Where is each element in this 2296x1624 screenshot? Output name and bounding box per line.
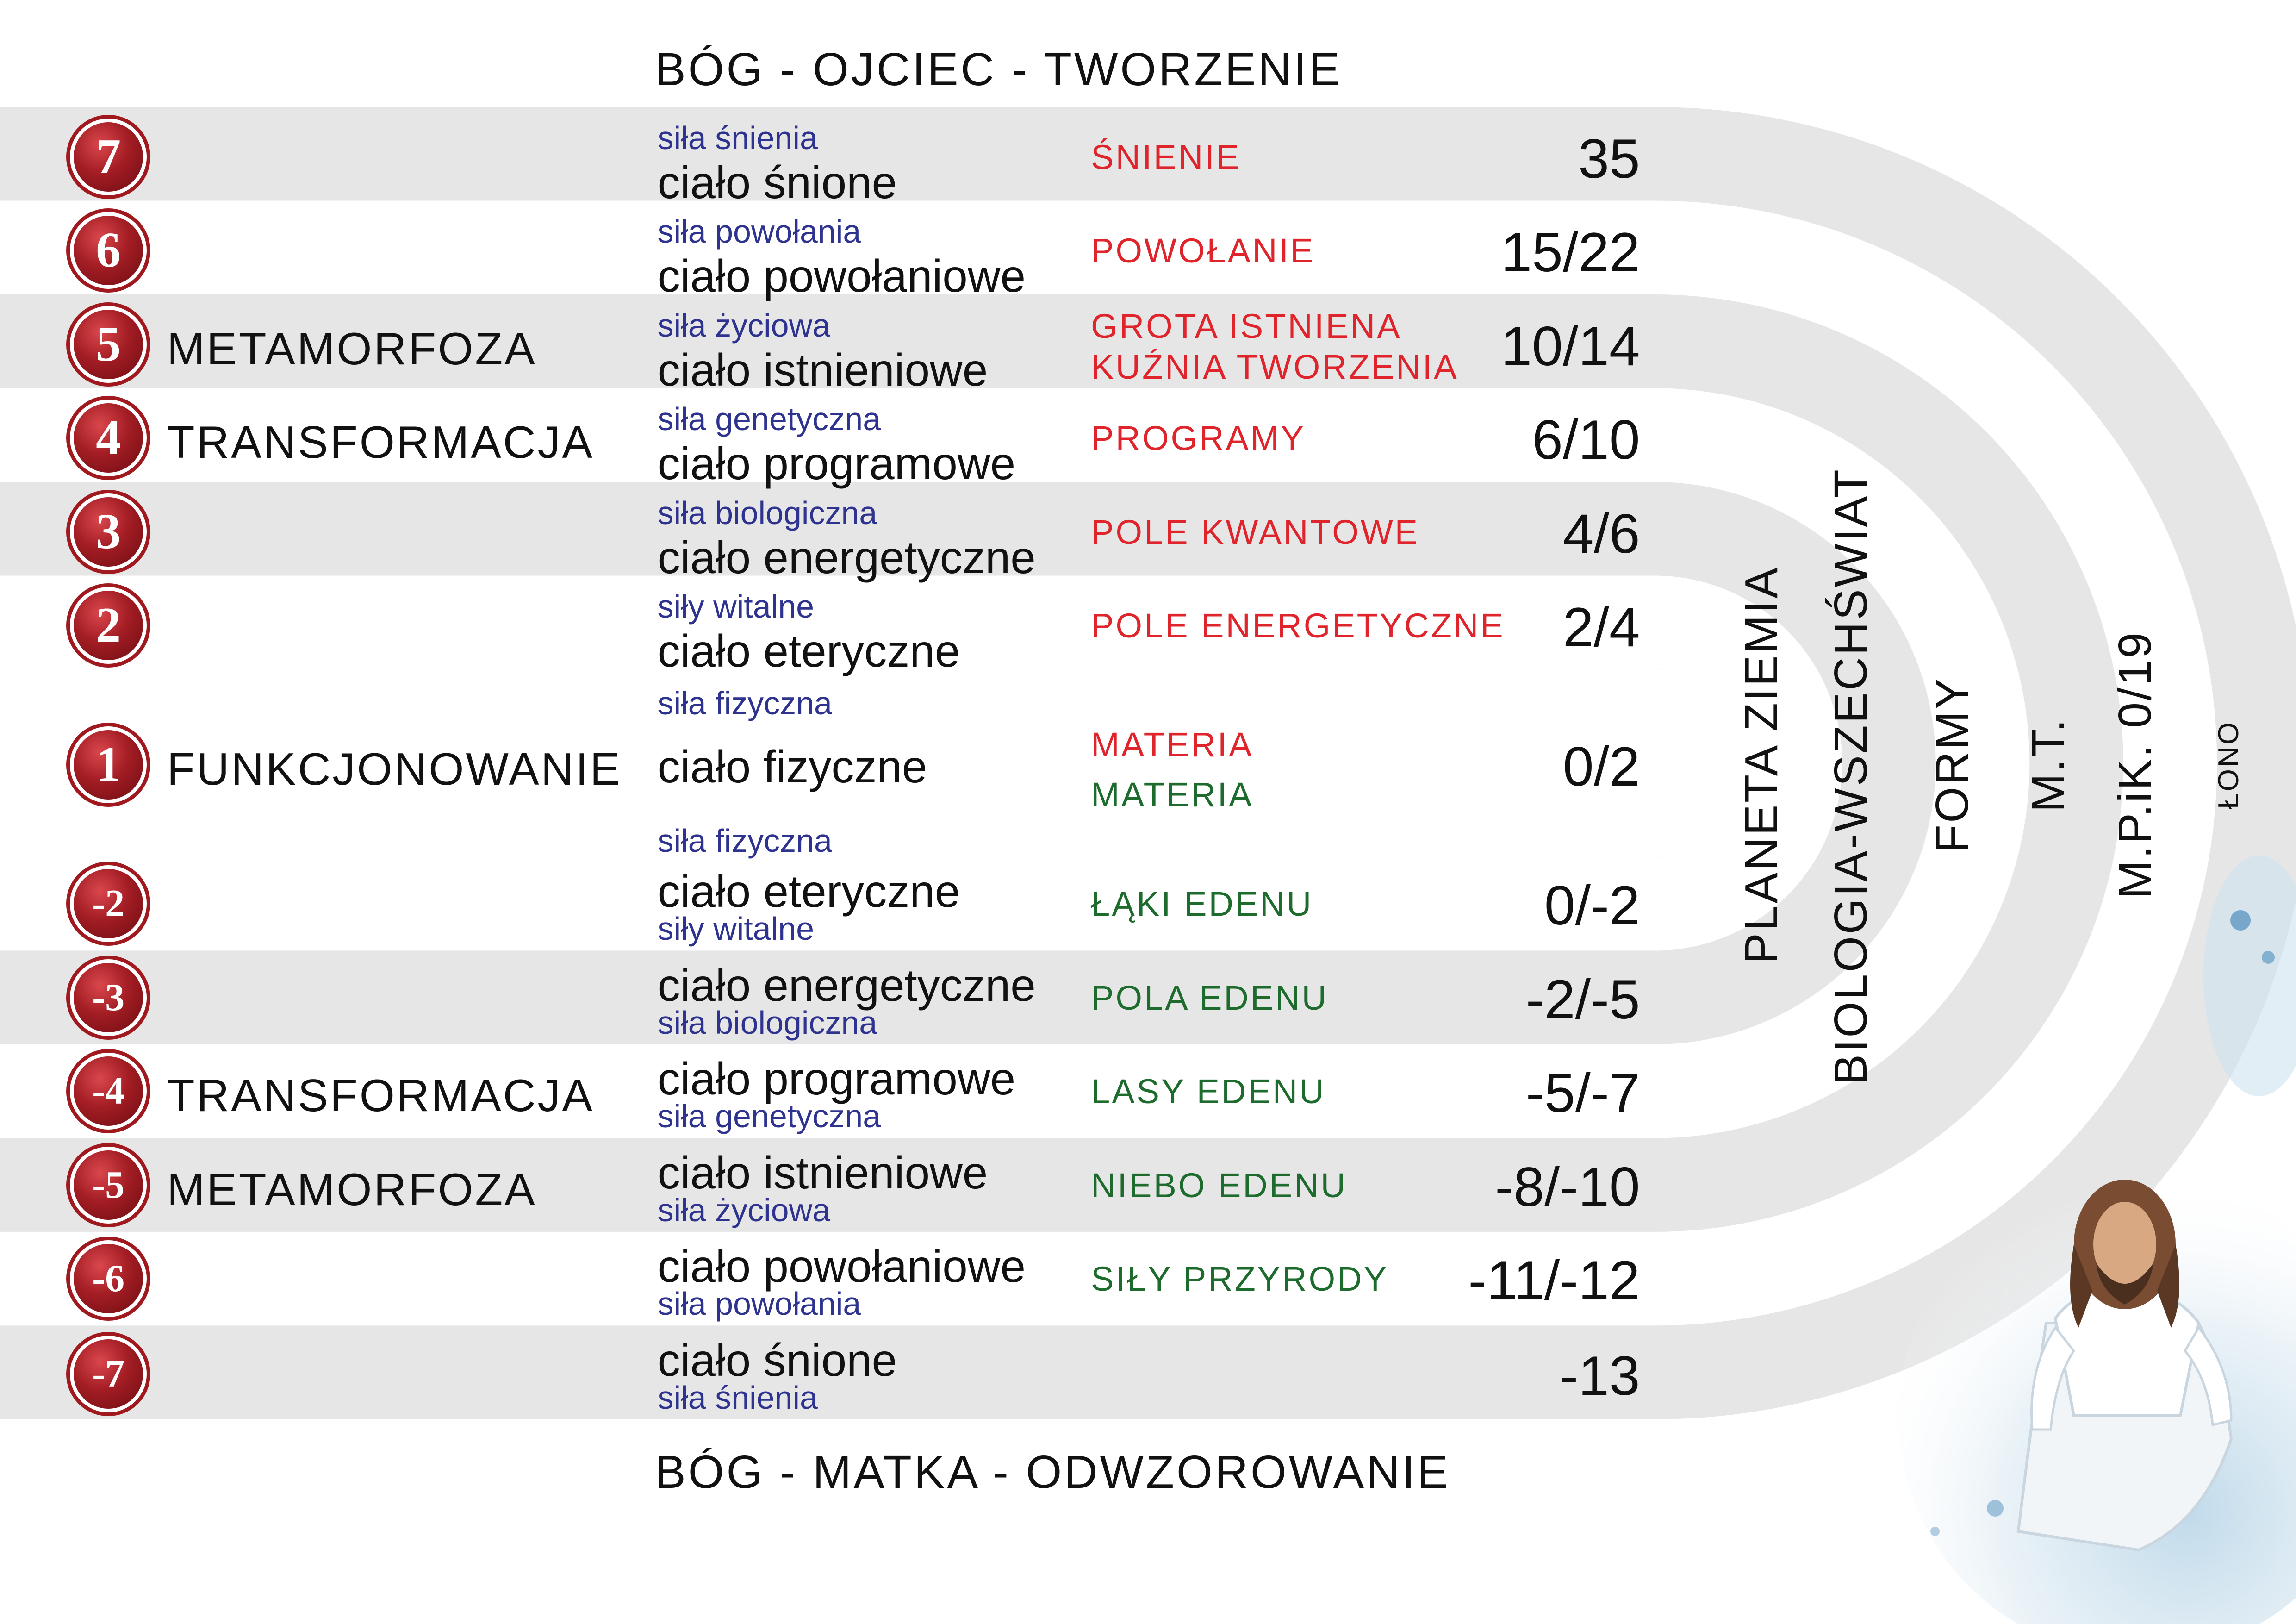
level-value: 2/4 [1562,596,1640,659]
level-value: -8/-10 [1495,1156,1640,1218]
level-value: 4/6 [1562,502,1640,565]
realm-label: POLE KWANTOWE [1091,512,1420,551]
force-label: siła fizyczna [657,685,832,721]
body-label: ciało istnieniowe [657,344,988,395]
phase-label: TRANSFORMACJA [167,417,594,468]
level-value: 0/-2 [1544,874,1640,937]
level-value: 35 [1578,127,1640,190]
level-badge: -6 [74,1244,143,1314]
level-value: -13 [1560,1344,1640,1407]
realm-label: SIŁY PRZYRODY [1091,1260,1388,1299]
force-label: siła biologiczna [657,494,877,531]
realm-label: KUŹNIA TWORZENIA [1091,348,1459,387]
force-label: siła powołania [657,1286,861,1322]
level-badge: 4 [74,403,143,473]
level-badge: -3 [74,962,143,1032]
level-badge: -5 [74,1150,143,1220]
level-badge: -2 [74,869,143,939]
level-value: -5/-7 [1525,1062,1640,1124]
body-label: ciało programowe [657,1053,1016,1105]
level-badge: 1 [74,730,143,800]
arc-label: BIOLOGIA-WSZECHŚWIAT [1825,468,1877,1085]
body-label: ciało energetyczne [657,531,1036,583]
level-badge: -4 [74,1056,143,1126]
force-label: siła genetyczna [657,1098,881,1135]
level-badge: 2 [74,591,143,661]
title-top: BÓG - OJCIEC - TWORZENIE [655,44,1342,95]
body-label: ciało programowe [657,438,1016,489]
level-value: 6/10 [1532,409,1640,471]
force-label-below: siła fizyczna [657,823,832,859]
force-label: siła biologiczna [657,1004,877,1041]
level-value: 15/22 [1501,221,1640,284]
force-label: siły witalne [657,911,815,947]
phase-label: TRANSFORMACJA [167,1070,594,1121]
realm-label: ŁĄKI EDENU [1091,885,1313,924]
phase-label: METAMORFOZA [167,1163,537,1215]
level-value: 10/14 [1501,315,1640,377]
body-label: ciało śnione [657,156,897,208]
force-label: siła powołania [657,213,861,250]
level-badge: -7 [74,1339,143,1409]
realm-label: LASY EDENU [1091,1072,1326,1111]
level-badge: 5 [74,309,143,379]
body-label: ciało powołaniowe [657,250,1026,302]
body-label: ciało śnione [657,1334,897,1386]
level-value: 0/2 [1562,735,1640,798]
phase-label: FUNKCJONOWANIE [167,743,622,794]
level-value: -11/-12 [1468,1249,1640,1312]
force-label: siła genetyczna [657,401,881,437]
force-label: siła śnienia [657,1379,818,1416]
title-bottom: BÓG - MATKA - ODWZOROWANIE [655,1446,1450,1498]
arc-label: ŁONO [2212,720,2245,809]
body-label: ciało energetyczne [657,959,1036,1011]
level-badge: 7 [74,122,143,192]
realm-label: MATERIA [1091,775,1254,814]
body-label: ciało fizyczne [657,741,927,792]
arc-label: M.T. [2022,717,2075,812]
body-label: ciało istnieniowe [657,1147,988,1198]
body-label: ciało eteryczne [657,866,960,917]
figure-illustration [1898,856,2296,1624]
realm-label: ŚNIENIE [1091,137,1241,176]
body-label: ciało powołaniowe [657,1241,1026,1292]
force-label: siła śnienia [657,119,818,156]
realm-label: PROGRAMY [1091,419,1306,458]
realm-label: NIEBO EDENU [1091,1166,1348,1205]
realm-label: POLE ENERGETYCZNE [1091,606,1505,645]
realm-label: MATERIA [1091,725,1254,764]
center-band [0,669,1748,857]
force-label: siły witalne [657,588,815,625]
realm-label: POWOŁANIE [1091,231,1315,270]
level-value: -2/-5 [1525,968,1640,1031]
force-label: siła życiowa [657,307,831,344]
force-label: siła życiowa [657,1192,831,1228]
realm-label: POLA EDENU [1091,978,1329,1017]
arc-label: FORMY [1926,676,1978,853]
level-badge: 3 [74,497,143,567]
body-label: ciało eteryczne [657,625,960,677]
arc-label: PLANETA ZIEMIA [1736,565,1788,964]
level-badge: 6 [74,216,143,286]
realm-label: GROTA ISTNIENA [1091,306,1402,345]
phase-label: METAMORFOZA [167,323,537,374]
